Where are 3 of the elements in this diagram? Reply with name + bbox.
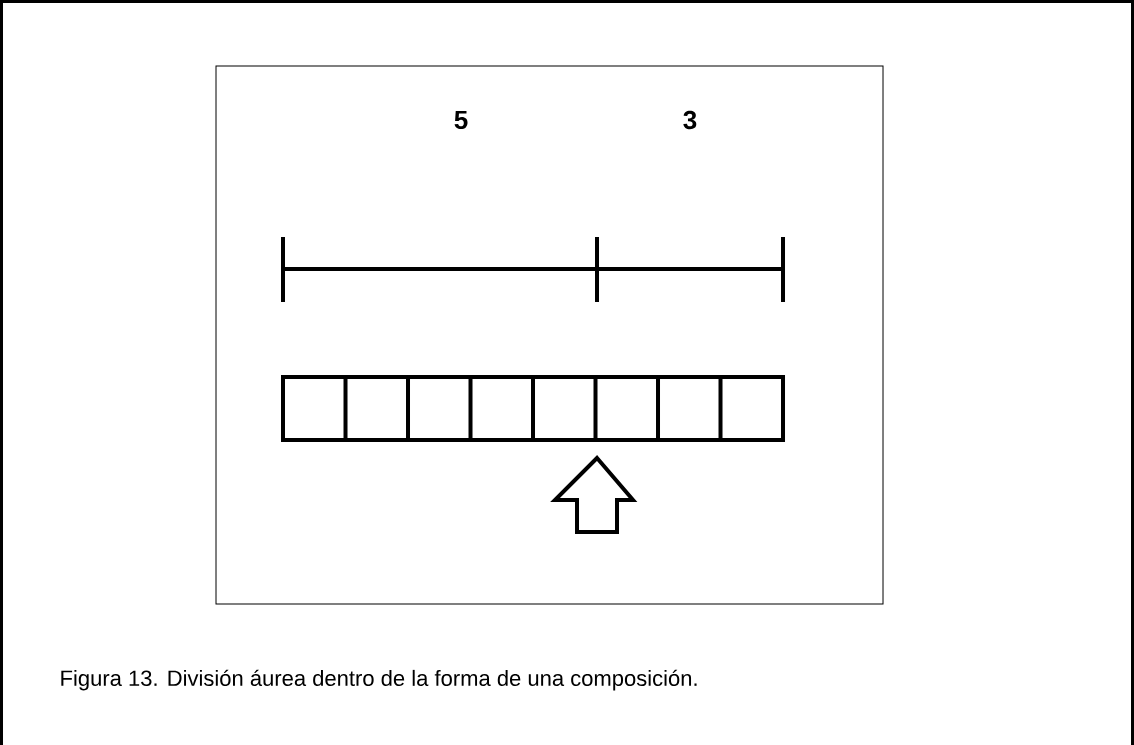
dimension-label: 3 [683, 110, 697, 130]
caption: Figura 13. División áurea dentro de la forma de una composición. [61, 669, 697, 691]
dimension-label: 5 [454, 110, 468, 130]
